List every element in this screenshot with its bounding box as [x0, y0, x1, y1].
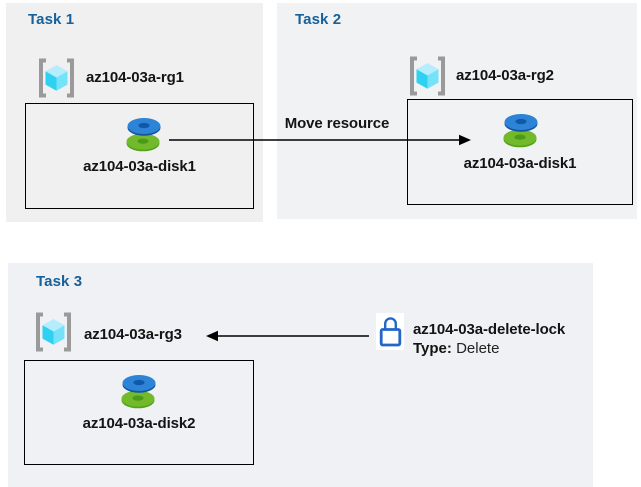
task2-resource-box [407, 99, 633, 205]
task1-title: Task 1 [28, 11, 75, 28]
task2-disk-label: az104-03a-disk1 [463, 155, 577, 172]
task2-resource-group-label: az104-03a-rg2 [456, 67, 554, 84]
panel-task3 [8, 263, 593, 487]
task3-resource-group-label: az104-03a-rg3 [84, 326, 182, 343]
disk-icon [119, 114, 169, 154]
panel-task2 [277, 3, 637, 219]
task2-title: Task 2 [295, 11, 342, 28]
task1-resource-box [25, 103, 254, 209]
disk-icon [114, 371, 164, 411]
lock-icon [378, 315, 403, 349]
task3-disk-label: az104-03a-disk2 [82, 415, 196, 432]
panel-task1 [6, 3, 263, 222]
task3-title: Task 3 [36, 273, 83, 290]
move-resource-label: Move resource [284, 115, 390, 132]
task1-disk-label: az104-03a-disk1 [83, 158, 196, 175]
resource-group-icon [33, 311, 74, 353]
task3-resource-box [24, 360, 254, 465]
resource-group-icon [36, 57, 77, 99]
delete-lock-type-value: Delete [456, 340, 500, 357]
delete-lock-type-label: Type: [413, 340, 452, 357]
task1-resource-group-label: az104-03a-rg1 [86, 69, 184, 86]
delete-lock-type: Type: Delete [413, 340, 499, 357]
disk-icon [496, 110, 546, 150]
resource-group-icon [407, 55, 448, 97]
delete-lock-name: az104-03a-delete-lock [413, 321, 566, 338]
